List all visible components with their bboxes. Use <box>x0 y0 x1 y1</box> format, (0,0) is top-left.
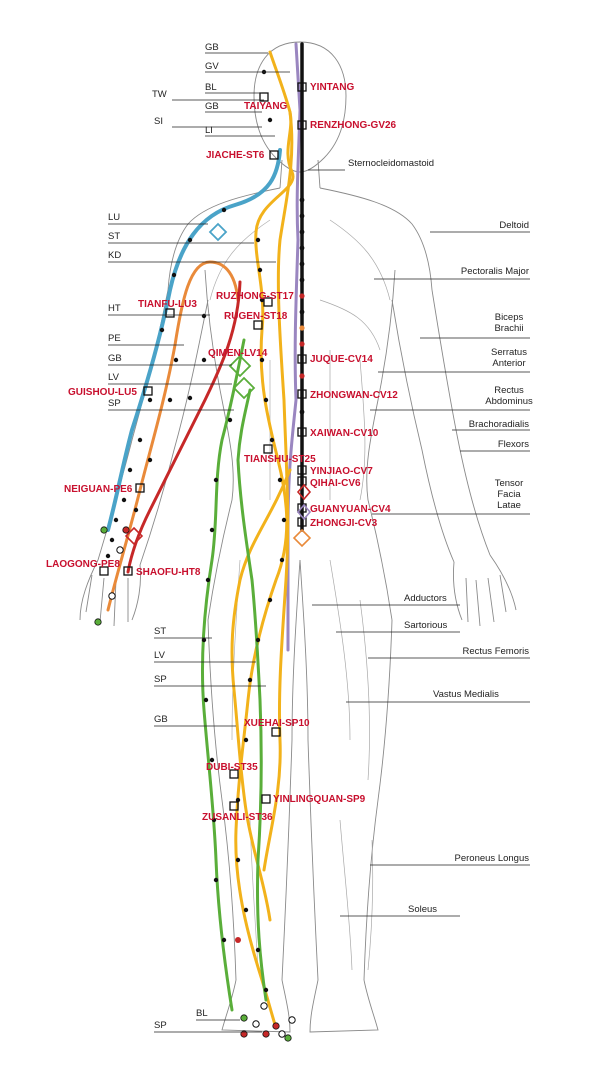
meridian-label: SP <box>108 398 121 409</box>
muscle-label-adductors: Adductors <box>404 593 447 604</box>
point-label-taiyang: TAIYANG <box>244 101 288 112</box>
meridian-label: LI <box>205 125 213 136</box>
muscle-label-soleus: Soleus <box>408 904 437 915</box>
meridian-label: LU <box>108 212 120 223</box>
muscle-labels: Sternocleidomastoid Deltoid Pectoralis M… <box>348 158 533 915</box>
muscle-label-rectus-femoris: Rectus Femoris <box>462 646 529 657</box>
meridian-label: ST <box>108 231 120 242</box>
point-label-ruzhong: RUZHONG-ST17 <box>216 291 294 302</box>
meridian-labels: GB GV BL TW GB SI LI LU ST KD HT PE GB L… <box>108 42 219 1031</box>
heart-meridian <box>126 280 242 574</box>
meridian-label: LV <box>108 372 120 383</box>
meridian-label: ST <box>154 626 166 637</box>
point-dots <box>94 69 305 1042</box>
meridian-label: GB <box>205 42 219 53</box>
meridian-label: HT <box>108 303 121 314</box>
muscle-label-sternocleidomastoid: Sternocleidomastoid <box>348 158 434 169</box>
muscle-label-vastus-medialis: Vastus Medialis <box>433 689 499 700</box>
meridian-label: TW <box>152 89 167 100</box>
point-label-xaiwan: XAIWAN-CV10 <box>310 428 379 439</box>
stomach-meridian-secondary <box>262 110 294 872</box>
point-label-tianfu: TIANFU-LU3 <box>138 299 197 310</box>
governing-vessel <box>286 42 302 652</box>
point-label-guishou: GUISHOU-LU5 <box>68 387 137 398</box>
point-label-rugen: RUGEN-ST18 <box>224 311 288 322</box>
meridian-label: LV <box>154 650 166 661</box>
point-label-juque: JUQUE-CV14 <box>310 354 373 365</box>
meridian-label: KD <box>108 250 121 261</box>
lung-meridian <box>106 148 282 532</box>
point-labels: YINTANG TAIYANG RENZHONG-GV26 JIACHE-ST6… <box>46 82 398 823</box>
point-label-tianshu: TIANSHU-ST25 <box>244 454 316 465</box>
liver-meridian <box>236 388 268 1002</box>
point-label-jiache: JIACHE-ST6 <box>206 150 265 161</box>
point-label-zusanli: ZUSANLI-ST36 <box>202 812 273 823</box>
meridian-label: SP <box>154 1020 167 1031</box>
meridian-label: BL <box>196 1008 208 1019</box>
point-label-guanyuan: GUANYUAN-CV4 <box>310 504 391 515</box>
leader-lines <box>108 52 530 1033</box>
meridian-label: SP <box>154 674 167 685</box>
point-label-zhongji: ZHONGJI-CV3 <box>310 518 378 529</box>
muscle-label-brachoradialis: Brachoradialis <box>469 419 529 430</box>
point-label-xuehai: XUEHAI-SP10 <box>244 718 310 729</box>
body-outline <box>79 41 517 1033</box>
point-label-yinlingquan: YINLINGQUAN-SP9 <box>273 794 366 805</box>
point-label-neiguan: NEIGUAN-PE6 <box>64 484 133 495</box>
muscle-label-peroneus-longus: Peroneus Longus <box>455 853 530 864</box>
meridian-label: GB <box>108 353 122 364</box>
point-label-laogong: LAOGONG-PE8 <box>46 559 120 570</box>
spleen-meridian <box>230 468 292 922</box>
point-label-renzhong: RENZHONG-GV26 <box>310 120 397 131</box>
muscle-label-deltoid: Deltoid <box>499 220 529 231</box>
meridian-label: GV <box>205 61 219 72</box>
gallbladder-meridian <box>200 338 246 1012</box>
meridian-lines <box>106 42 304 1030</box>
meridian-label: GB <box>205 101 219 112</box>
point-label-zhongwan: ZHONGWAN-CV12 <box>310 390 398 401</box>
muscle-label-sartorious: Sartorious <box>404 620 448 631</box>
point-label-dubi: DUBI-ST35 <box>206 762 258 773</box>
point-label-yinjiao: YINJIAO-CV7 <box>310 466 373 477</box>
point-label-qihai: QIHAI-CV6 <box>310 478 361 489</box>
point-markers <box>99 82 312 811</box>
point-label-yintang: YINTANG <box>310 82 354 93</box>
muscle-label-flexors: Flexors <box>498 439 529 450</box>
muscle-label-pectoralis-major: Pectoralis Major <box>461 266 529 277</box>
meridian-label: BL <box>205 82 217 93</box>
point-label-qimen: QIMEN-LV14 <box>208 348 268 359</box>
meridian-label: GB <box>154 714 168 725</box>
point-label-shaofu: SHAOFU-HT8 <box>136 567 201 578</box>
stomach-meridian <box>234 50 295 1030</box>
meridian-label: PE <box>108 333 121 344</box>
meridian-label: SI <box>154 116 163 127</box>
